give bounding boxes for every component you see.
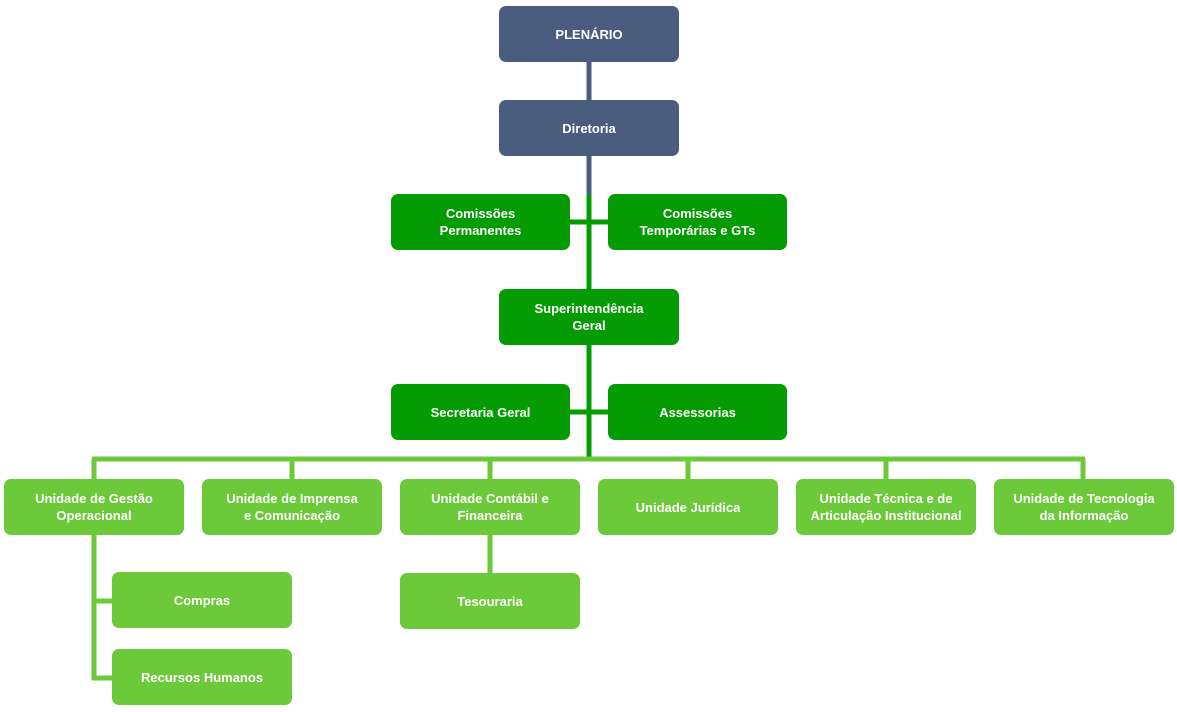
node-assessorias: Assessorias — [608, 384, 787, 440]
node-plenario: PLENÁRIO — [499, 6, 679, 62]
node-unidade-contabil: Unidade Contábil e Financeira — [400, 479, 580, 535]
node-rh-label: Recursos Humanos — [140, 669, 264, 685]
node-label-line-1: Unidade de Imprensa — [226, 491, 358, 506]
node-label-line-2: da Informação — [1039, 508, 1129, 523]
node-unidade-imprensa: Unidade de Imprensa e Comunicação — [202, 479, 382, 535]
node-label-line-2: Operacional — [56, 508, 132, 523]
node-label-line-1: Comissões — [662, 206, 733, 221]
node-label-line-2: Temporárias e GTs — [639, 223, 756, 238]
node-plenario-label: PLENÁRIO — [555, 26, 623, 42]
node-label-line-1: Unidade Contábil e — [431, 491, 549, 506]
node-comissoes-temporarias: Comissões Temporárias e GTs — [608, 194, 787, 250]
node-label-line-1: Unidade de Tecnologia — [1013, 491, 1155, 506]
node-label-line-2: e Comunicação — [243, 508, 341, 523]
node-juridica-label: Unidade Jurídica — [635, 499, 741, 515]
connector-gestao-sub — [91, 533, 115, 681]
node-unidade-ti: Unidade de Tecnologia da Informação — [994, 479, 1174, 535]
node-secretaria-geral: Secretaria Geral — [391, 384, 570, 440]
node-label-line-2: Financeira — [457, 508, 523, 523]
node-compras-label: Compras — [173, 592, 231, 608]
node-label-line-1: Superintendência — [534, 301, 644, 316]
node-diretoria-label: Diretoria — [562, 120, 616, 136]
node-unidade-tecnica: Unidade Técnica e de Articulação Institu… — [796, 479, 976, 535]
node-label-line-2: Geral — [572, 318, 606, 333]
node-diretoria: Diretoria — [499, 100, 679, 156]
node-tesouraria: Tesouraria — [400, 573, 580, 629]
node-superintendencia-geral: Superintendência Geral — [499, 289, 679, 345]
node-secretaria-label: Secretaria Geral — [430, 404, 531, 420]
node-compras: Compras — [112, 572, 292, 628]
node-comissoes-permanentes: Comissões Permanentes — [391, 194, 570, 250]
node-label-line-1: Unidade Técnica e de — [819, 491, 953, 506]
node-unidade-gestao-operacional: Unidade de Gestão Operacional — [4, 479, 184, 535]
node-unidade-juridica: Unidade Jurídica — [598, 479, 778, 535]
node-label-line-1: Comissões — [445, 206, 516, 221]
node-recursos-humanos: Recursos Humanos — [112, 649, 292, 705]
node-label-line-2: Permanentes — [439, 223, 522, 238]
node-label-line-2: Articulação Institucional — [810, 508, 962, 523]
node-label-line-1: Unidade de Gestão — [35, 491, 153, 506]
node-tesouraria-label: Tesouraria — [457, 593, 523, 609]
node-assessorias-label: Assessorias — [659, 404, 736, 420]
